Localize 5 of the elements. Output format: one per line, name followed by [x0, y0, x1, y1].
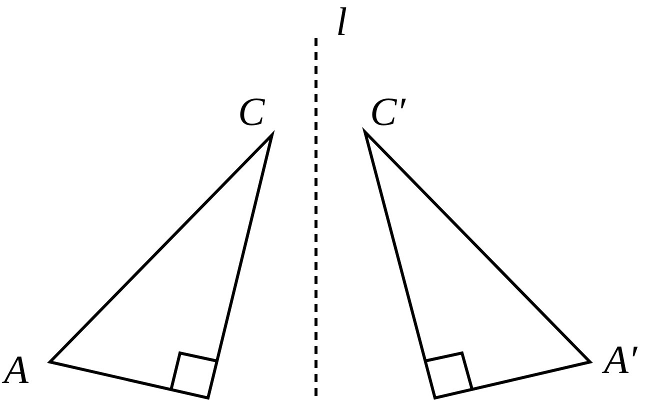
- point-label: C: [238, 92, 265, 132]
- line-label: l: [336, 2, 348, 42]
- point-label: A: [4, 350, 28, 390]
- point-label: C′: [370, 92, 406, 132]
- point-label: A′: [604, 340, 638, 380]
